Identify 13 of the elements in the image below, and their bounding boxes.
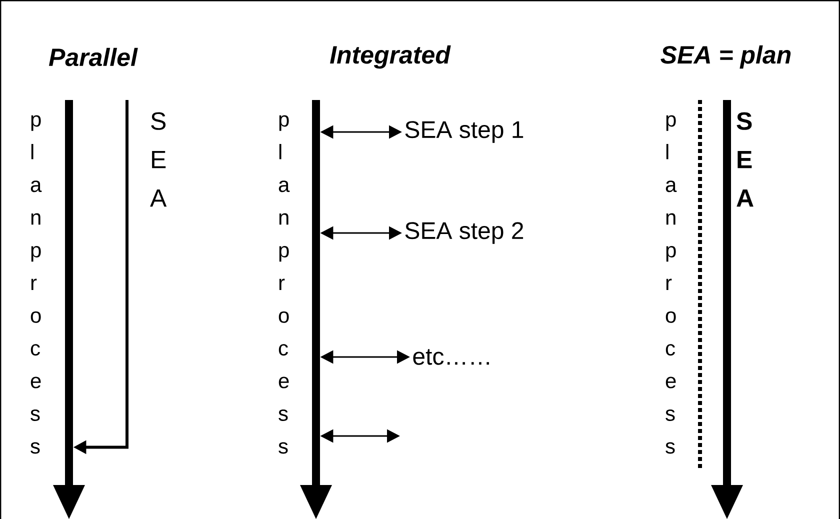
column-heading: Integrated: [330, 45, 451, 69]
timeline-arrow: [53, 100, 85, 519]
column-heading: SEA = plan: [660, 45, 791, 69]
vertical-text: SEA: [736, 112, 754, 207]
step-label: etc……: [413, 349, 489, 365]
timeline-arrow: [300, 100, 332, 519]
step-label: SEA step 1: [405, 121, 524, 143]
vertical-text: plan process: [30, 115, 42, 454]
column-heading: Parallel: [48, 48, 138, 66]
vertical-text: SEA: [150, 112, 167, 207]
vertical-text: plan process: [666, 115, 677, 454]
vertical-text: plan process: [278, 115, 290, 454]
step-label: SEA step 2: [405, 222, 524, 244]
